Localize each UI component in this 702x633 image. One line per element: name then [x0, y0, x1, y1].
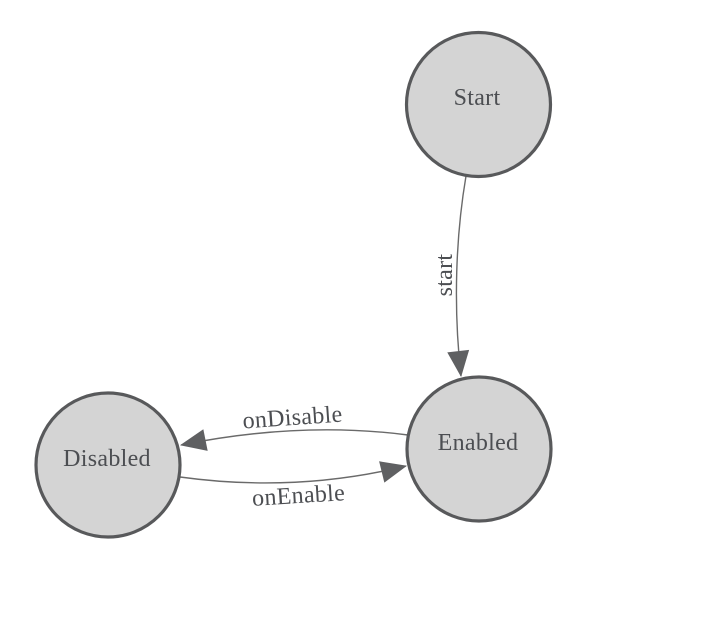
node-start-circle[interactable]: [404, 30, 553, 179]
edge-label-onenable: onEnable: [251, 480, 345, 512]
node-disabled-circle[interactable]: [34, 391, 182, 539]
edge-start-to-enabled: [447, 175, 470, 377]
node-disabled-label: Disabled: [63, 446, 151, 472]
node-enabled-circle[interactable]: [405, 375, 553, 523]
node-enabled-label: Enabled: [438, 430, 519, 456]
edge-disabled-to-enabled: [179, 461, 407, 484]
edge-enabled-to-disabled: [180, 429, 409, 451]
node-start-label: Start: [454, 85, 501, 111]
edge-label-start: start: [432, 254, 458, 297]
